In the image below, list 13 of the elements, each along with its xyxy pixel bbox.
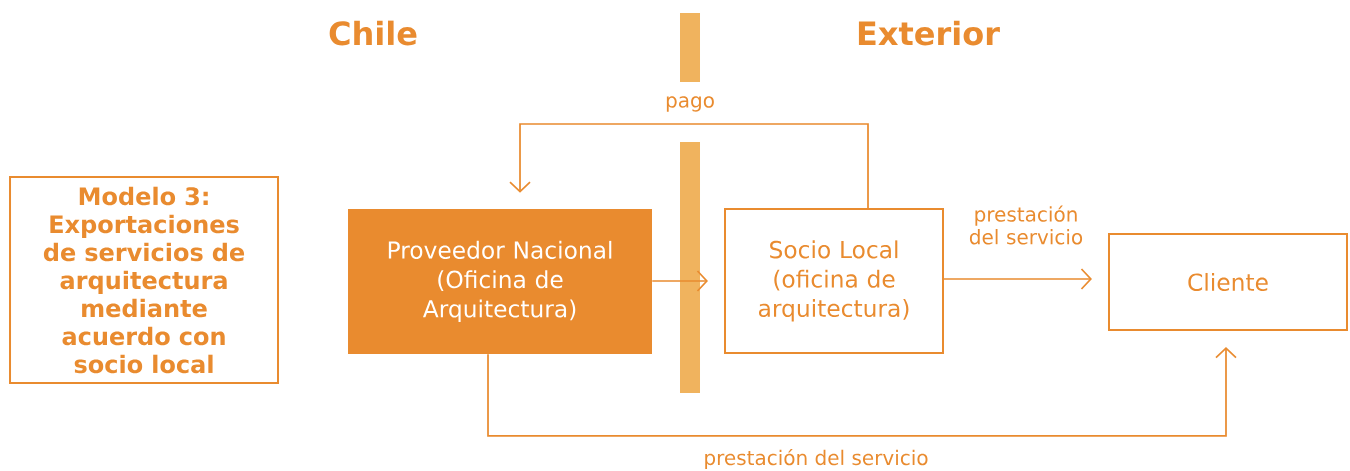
- edge-label: prestación del servicio: [702, 447, 930, 471]
- process-box: Proveedor Nacional (Oficina de Arquitectura): [348, 209, 652, 354]
- arrow: [487, 347, 1237, 437]
- arrow: [943, 268, 1092, 290]
- region-heading: Exterior: [858, 20, 1000, 46]
- process-box: Cliente: [1108, 233, 1348, 331]
- arrow: [651, 270, 708, 292]
- arrow: [509, 123, 869, 209]
- region-heading: Chile: [329, 20, 417, 46]
- title-box: Modelo 3: Exportaciones de servicios de arquitectura mediante acuerdo con socio local: [9, 176, 279, 384]
- process-box: Socio Local (oficina de arquitectura): [724, 208, 944, 354]
- edge-label: prestación del servicio: [959, 204, 1093, 246]
- edge-label: pago: [663, 95, 717, 113]
